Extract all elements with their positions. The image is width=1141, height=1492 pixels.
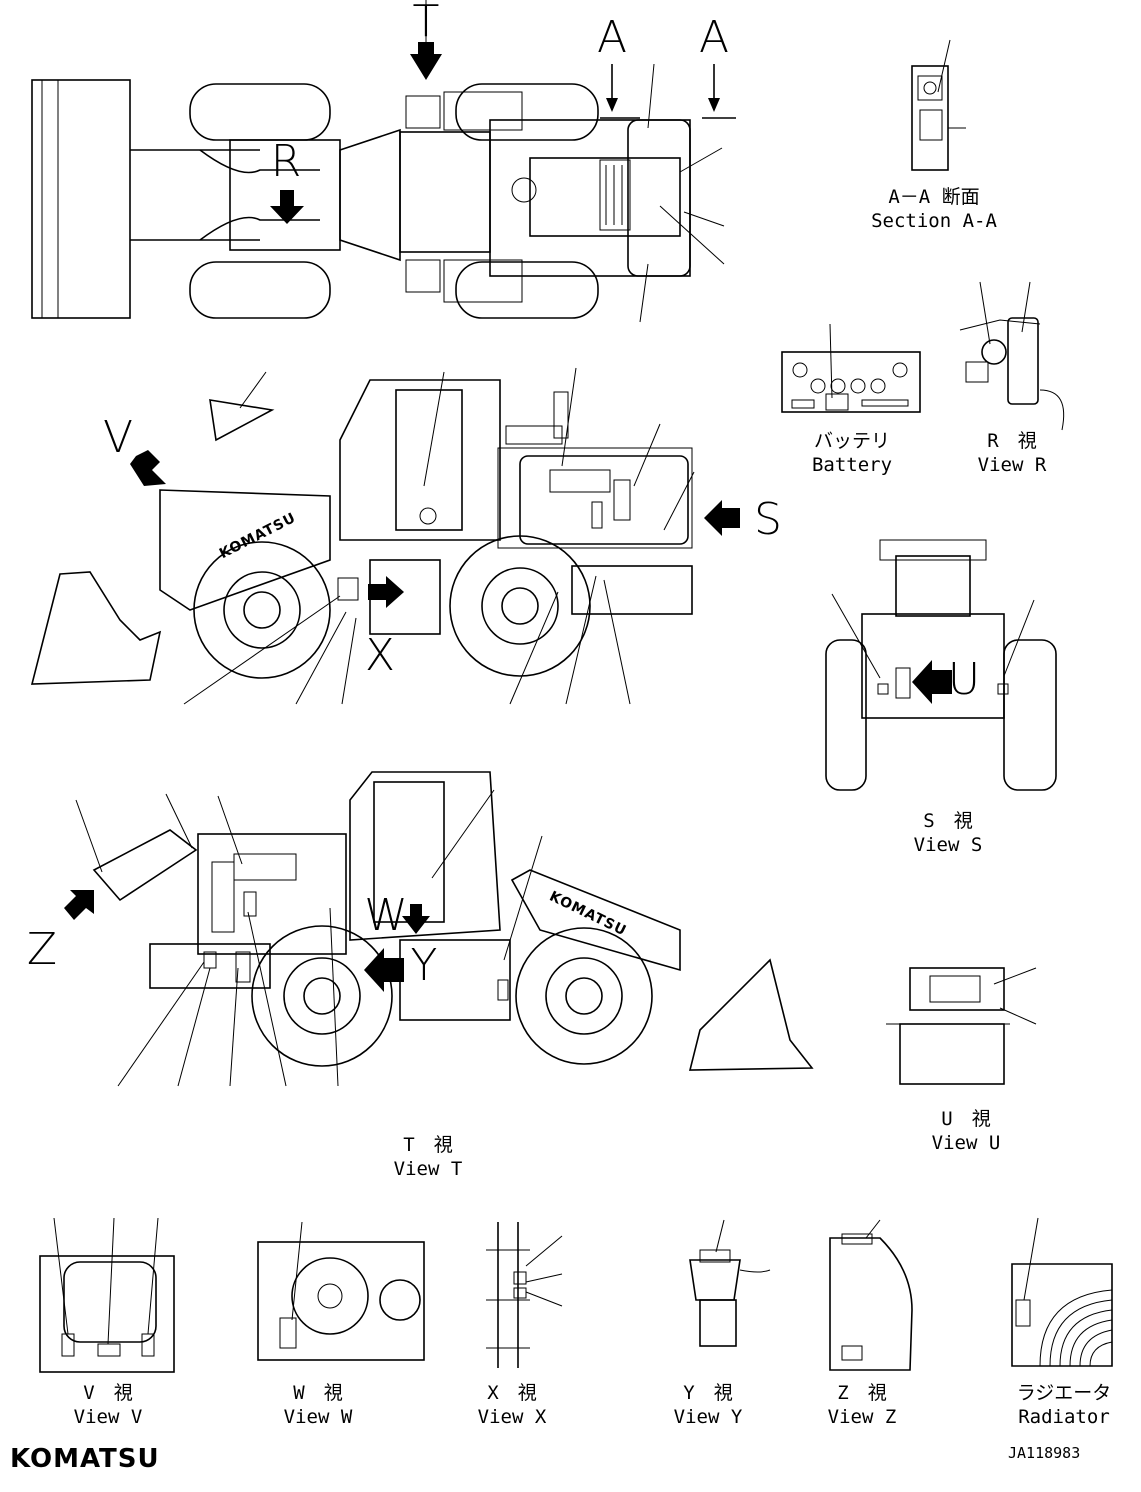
letter-w: W [364, 890, 408, 941]
top-view [31, 0, 736, 323]
caption-view-x-en: View X [477, 1406, 547, 1428]
letter-x: X [364, 630, 396, 681]
side-view-upper [30, 367, 740, 705]
letter-z: Z [26, 924, 58, 975]
letter-t: T [412, 0, 440, 47]
view-z-drawing [829, 1219, 913, 1371]
view-v-drawing [39, 1217, 175, 1373]
caption-view-y-en: View Y [673, 1406, 743, 1428]
caption-section-aa-en: Section A-A [871, 210, 997, 232]
caption-view-x-jp: X 視 [487, 1382, 537, 1404]
caption-radiator-en: Radiator [1018, 1406, 1110, 1428]
caption-view-t-jp: T 視 [403, 1134, 453, 1156]
caption-view-r-en: View R [977, 454, 1047, 476]
letter-y: Y [410, 940, 438, 991]
view-x-drawing [486, 1222, 563, 1368]
caption-view-v-jp: V 視 [83, 1382, 133, 1404]
caption-view-y-jp: Y 視 [683, 1382, 733, 1404]
caption-view-u-jp: U 視 [941, 1108, 991, 1130]
caption-view-t-en: View T [393, 1158, 463, 1180]
caption-view-w-jp: W 視 [293, 1382, 343, 1404]
view-r-drawing [959, 281, 1065, 431]
caption-view-u-en: View U [931, 1132, 1001, 1154]
caption-battery-en: Battery [811, 454, 893, 476]
letter-v: V [102, 412, 134, 463]
letter-a-right: A [698, 12, 730, 63]
letter-u: U [947, 654, 981, 705]
caption-radiator-jp: ラジエータ [1016, 1382, 1112, 1404]
view-w-drawing [257, 1221, 425, 1361]
caption-view-s-jp: S 視 [923, 810, 973, 832]
view-u-drawing [886, 967, 1037, 1085]
caption-view-s-en: View S [913, 834, 983, 856]
view-y-drawing [689, 1219, 771, 1347]
view-s-drawing [825, 539, 1057, 791]
battery-drawing [781, 323, 921, 413]
caption-view-v-en: View V [73, 1406, 143, 1428]
caption-view-w-en: View W [283, 1406, 353, 1428]
letter-r: R [270, 136, 302, 187]
side-view-lower [64, 771, 814, 1087]
caption-view-r-jp: R 視 [987, 430, 1037, 452]
caption-view-z-en: View Z [827, 1406, 897, 1428]
section-aa-drawing [911, 39, 966, 171]
komatsu-logo: KOMATSU [10, 1444, 160, 1474]
caption-section-aa-jp: A－A 断面 [888, 186, 980, 208]
drawing-code: JA118983 [1008, 1444, 1081, 1462]
letter-s: S [754, 494, 782, 545]
caption-battery-jp: バッテリ [813, 430, 891, 452]
caption-view-z-jp: Z 視 [837, 1382, 887, 1404]
radiator-drawing [1011, 1217, 1113, 1367]
letter-a-left: A [596, 12, 628, 63]
